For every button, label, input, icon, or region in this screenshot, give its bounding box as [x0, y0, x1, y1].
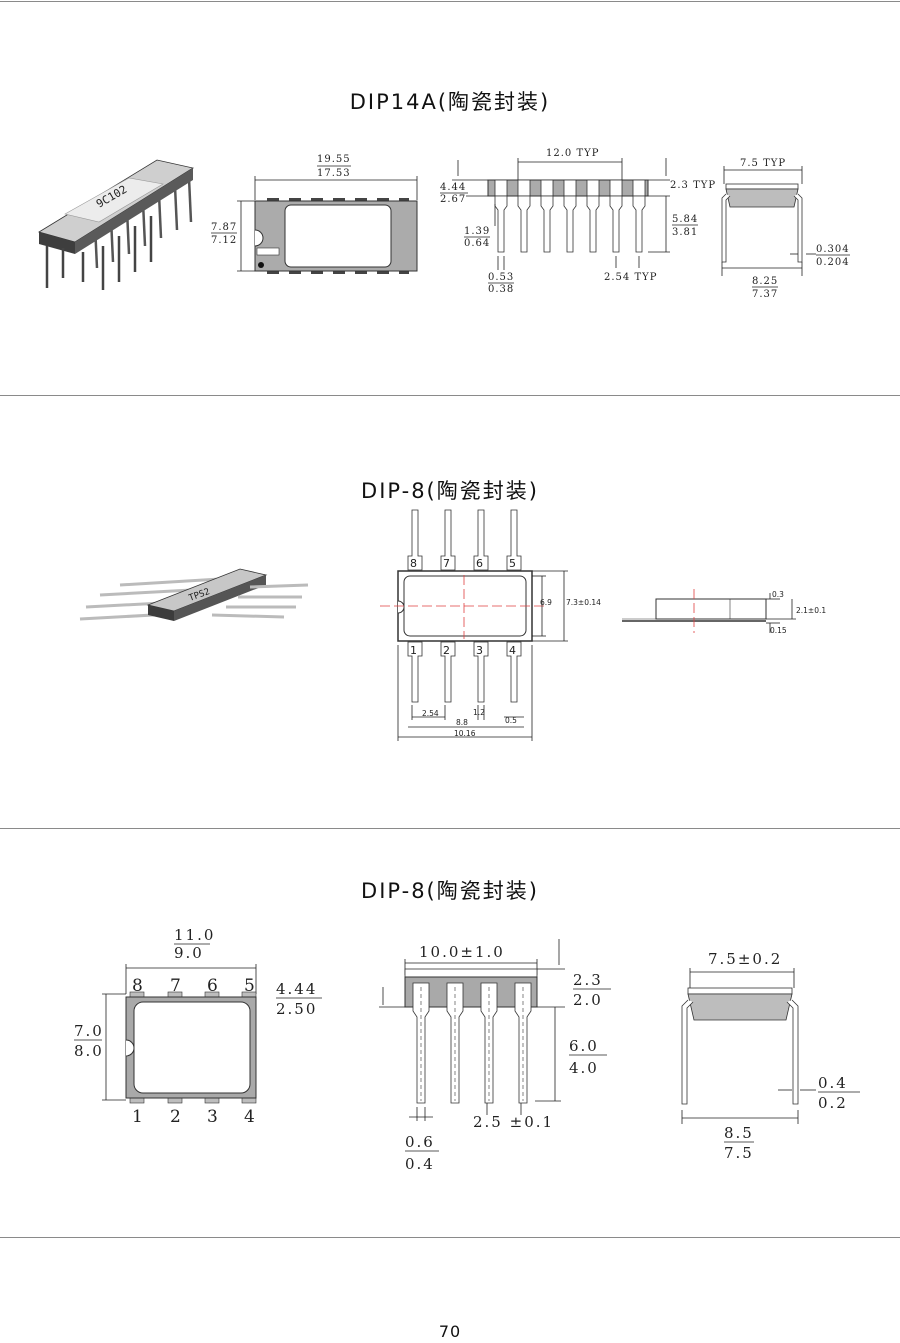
- dip8b-side-length: 10.0±1.0: [419, 943, 505, 961]
- dip8b-side-view: 10.0±1.0 2.3 2.0 6.0 4.0 2.5 ±0.1 0.6 0.…: [379, 939, 611, 1173]
- dip8b-pin-1: 1: [132, 1107, 143, 1127]
- dip8b-pin-3: 3: [207, 1107, 218, 1127]
- dip8-pin-8: 8: [410, 557, 417, 570]
- dip8b-top-view: 11.0 9.0 8 7 6 5 1 2 3 4 7.0 8.0 4.44 2.…: [74, 926, 322, 1127]
- section-divider-1: [0, 395, 900, 396]
- dip8b-end-span-max: 8.5: [724, 1124, 754, 1142]
- dip8-pitch: 2.54: [422, 709, 439, 718]
- dip14a-end-lead-min: 0.204: [816, 257, 850, 268]
- dip8b-pin-4: 4: [244, 1107, 255, 1127]
- dip14a-side-span: 12.0 TYP: [546, 148, 599, 159]
- dip8-pin-4: 4: [509, 644, 516, 657]
- dip8b-pin-5: 5: [244, 976, 255, 996]
- dip8b-end-lead-min: 0.2: [818, 1094, 848, 1112]
- dip8-side-lead: 0.15: [770, 626, 787, 635]
- dip8-pin-end: 0.5: [505, 716, 517, 725]
- dip8b-length-min: 9.0: [174, 944, 204, 962]
- dip14a-length-max: 19.55: [317, 154, 351, 165]
- dip14a-side-height-min: 2.67: [440, 194, 466, 205]
- dip14a-side-height-max: 4.44: [440, 182, 466, 193]
- section-title-dip8-a: DIP-8(陶瓷封装): [361, 479, 539, 503]
- dip8b-end-span-min: 7.5: [724, 1144, 754, 1162]
- dip8b-side-pin-w-min: 0.4: [405, 1155, 435, 1173]
- section-divider-3: [0, 1237, 900, 1238]
- dip8b-side-pin-min: 4.0: [569, 1059, 599, 1077]
- dip14a-side-pitch: 2.54 TYP: [604, 272, 657, 283]
- dip8b-end-lead-max: 0.4: [818, 1074, 848, 1092]
- dip8-inner-length: 8.8: [456, 718, 468, 727]
- dip8-pin-width: 1.2: [473, 708, 485, 717]
- dip14a-end-span-min: 7.37: [752, 289, 778, 300]
- dip14a-side-lead-max: 1.39: [464, 226, 490, 237]
- dip8b-side-body-max: 2.3: [573, 971, 603, 989]
- dip8b-pin-8: 8: [132, 976, 143, 996]
- dip8b-width-b: 8.0: [74, 1042, 104, 1060]
- dip8b-end-view: 7.5±0.2 8.5 7.5 0.4 0.2: [681, 950, 860, 1162]
- dip8-inner-height: 6.9: [540, 598, 552, 607]
- dip14a-width-max: 7.87: [211, 222, 237, 233]
- dip8-pin-1: 1: [410, 644, 417, 657]
- dip8b-pin-7: 7: [170, 976, 181, 996]
- dip8-outer-length: 10.16: [454, 729, 476, 738]
- dip14a-side-pin-w-min: 0.38: [488, 284, 514, 295]
- dip14a-side-pin-len-min: 3.81: [672, 227, 698, 238]
- dip14a-3d-render: 9C102: [38, 159, 195, 290]
- dip8b-end-width: 7.5±0.2: [708, 950, 782, 968]
- section-divider-2: [0, 828, 900, 829]
- page-number: 70: [438, 1322, 462, 1341]
- dip8-pin-2: 2: [443, 644, 450, 657]
- dip8b-side-pin-w-max: 0.6: [405, 1133, 435, 1151]
- dip14a-side-view: 12.0 TYP 4.44 2.67 1.39 0.64 2.3 TYP 5.8…: [440, 148, 716, 295]
- dip14a-side-pin-w-max: 0.53: [488, 272, 514, 283]
- dip14a-length-min: 17.53: [317, 168, 351, 179]
- dip14a-top-view: 19.55 17.53 7.87 7.12: [211, 154, 418, 274]
- dip8b-height-min: 2.50: [276, 1000, 317, 1018]
- dip8b-height-max: 4.44: [276, 980, 317, 998]
- dip8-pin-6: 6: [476, 557, 483, 570]
- top-rule: [0, 1, 900, 2]
- dip8b-pin-2: 2: [170, 1107, 181, 1127]
- dip8b-side-body-min: 2.0: [573, 991, 603, 1009]
- dip8b-width-a: 7.0: [74, 1022, 104, 1040]
- dip8-pin-5: 5: [509, 557, 516, 570]
- dip14a-end-lead-max: 0.304: [816, 244, 850, 255]
- dip14a-end-view: 7.5 TYP 8.25 7.37 0.304 0.204: [721, 158, 850, 300]
- dip8-side-view: 0.3 2.1±0.1 0.15: [622, 589, 826, 635]
- section-title-dip8-b: DIP-8(陶瓷封装): [361, 879, 539, 903]
- dip8b-side-pitch: 2.5 ±0.1: [473, 1113, 554, 1131]
- dip8-3d-render: TPS2: [79, 568, 309, 621]
- dip8b-pin-6: 6: [207, 976, 218, 996]
- dip8-pin-3: 3: [476, 644, 483, 657]
- dip14a-end-width: 7.5 TYP: [740, 158, 786, 169]
- dip8-outer-height: 7.3±0.14: [566, 598, 601, 607]
- dip8-side-top: 0.3: [772, 590, 784, 599]
- dip8-pin-7: 7: [443, 557, 450, 570]
- dip14a-side-body: 2.3 TYP: [670, 180, 716, 191]
- dip8-top-view: 8 7 6 5 1 2 3 4 6.9 7.3±0.14 2.54 1.2 0.…: [380, 509, 601, 741]
- dip14a-width-min: 7.12: [211, 235, 237, 246]
- dip14a-side-lead-min: 0.64: [464, 238, 490, 249]
- dip14a-side-pin-len-max: 5.84: [672, 214, 698, 225]
- dip14a-end-span-max: 8.25: [752, 276, 778, 287]
- section-title-dip14a: DIP14A(陶瓷封装): [349, 90, 551, 114]
- dip8-side-height: 2.1±0.1: [796, 606, 826, 615]
- dip8b-side-pin-max: 6.0: [569, 1037, 599, 1055]
- dip8b-length-max: 11.0: [174, 926, 215, 944]
